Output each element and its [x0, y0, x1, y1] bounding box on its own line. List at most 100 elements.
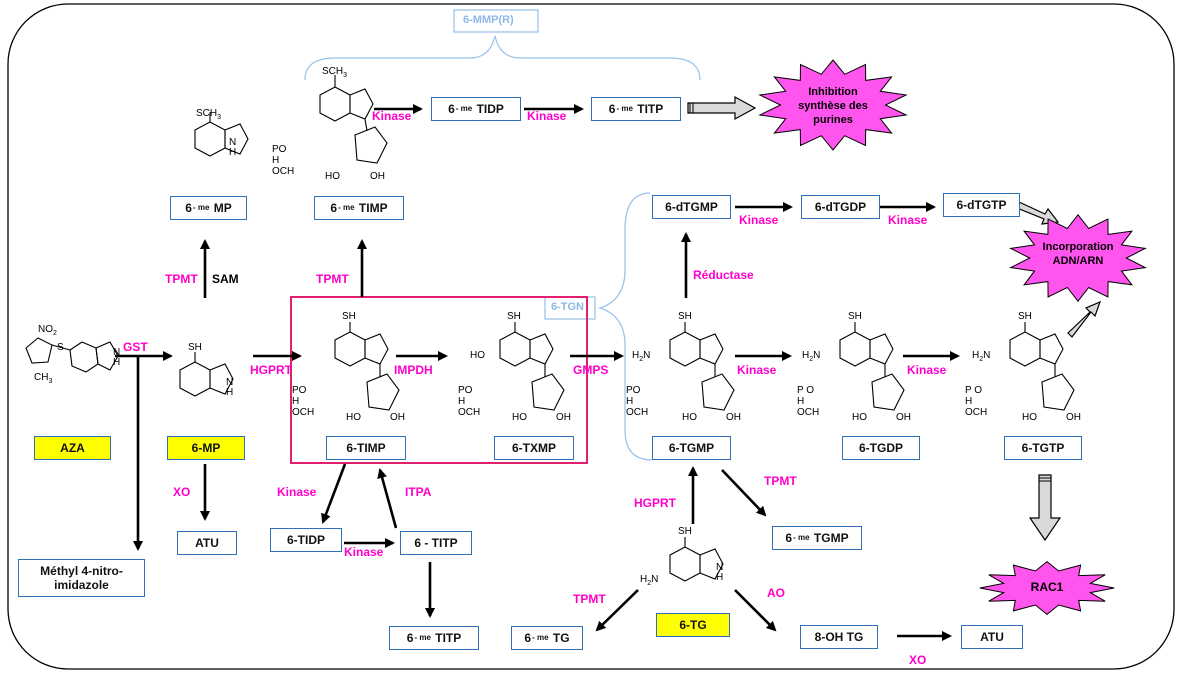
enzyme-xo-left: XO	[173, 485, 191, 499]
atom-oh-txmp: OH	[556, 412, 571, 423]
effect-inhibition: Inhibition synthèse des purines	[798, 86, 868, 126]
box-six-timp: 6-TIMP	[326, 436, 406, 460]
structure-aza	[25, 337, 119, 373]
atom-ch3-aza: CH3	[34, 372, 53, 385]
hollow-arrow-rac1	[1028, 474, 1062, 542]
box-aza: AZA	[34, 436, 111, 460]
box-me-tidp: 6- me TIDP	[431, 97, 521, 121]
atom-ribose-txmp: PO H OCH	[458, 385, 481, 418]
enzyme-kinase-tgmp: Kinase	[737, 363, 777, 377]
atom-sch3-1: SCH3	[196, 108, 222, 121]
mmp-label-box	[453, 9, 539, 33]
box-me-mp: 6- me MP	[170, 196, 247, 220]
box-six-titp: 6 - TITP	[400, 531, 472, 555]
atom-ho-txmp-ring: HO	[470, 350, 485, 361]
atom-oh-tgmp: OH	[726, 412, 741, 423]
enzyme-kinase-dtgmp: Kinase	[739, 213, 779, 227]
enzyme-hgprt-1: HGPRT	[250, 363, 292, 377]
enzyme-impdh: IMPDH	[394, 363, 433, 377]
atom-ho-metimp: HO	[325, 171, 340, 182]
arrow-timp-to-tidp-low	[321, 463, 347, 524]
star-incorporation	[1009, 213, 1147, 303]
enzyme-gst: GST	[123, 340, 148, 354]
structure-six-txmp	[499, 322, 565, 411]
enzyme-xo-right: XO	[909, 653, 927, 667]
effect-incorporation: Incorporation ADN/ARN	[1042, 241, 1114, 267]
box-six-tgmp: 6-TGMP	[652, 436, 731, 460]
diagram-frame	[7, 3, 1175, 670]
atom-nh-tg: N H	[716, 562, 724, 583]
atom-sh-txmp: SH	[507, 311, 521, 322]
atom-ho-tgtp: HO	[1022, 412, 1037, 423]
group-label-tgn: 6-TGN	[551, 301, 584, 313]
enzyme-tpmt-timp: TPMT	[316, 272, 349, 286]
structure-six-mp	[179, 352, 234, 397]
atom-nh-aza: N H	[113, 347, 121, 368]
box-atu-right: ATU	[961, 625, 1023, 649]
atom-h2n-tgmp: H2N	[632, 350, 651, 363]
box-dtgtp: 6-dTGTP	[943, 193, 1020, 217]
enzyme-itpa: ITPA	[405, 485, 432, 499]
arrow-titp-to-timp	[377, 468, 398, 529]
box-six-tidp: 6-TIDP	[270, 528, 342, 552]
enzyme-gmps: GMPS	[573, 363, 609, 377]
enzyme-kinase-dtgdp: Kinase	[888, 213, 928, 227]
atom-sh-tgmp: SH	[678, 311, 692, 322]
box-six-txmp: 6-TXMP	[494, 436, 574, 460]
atom-ribose-tgdp: P O H OCH	[797, 385, 820, 418]
enzyme-ao: AO	[767, 586, 785, 600]
atom-ribose-timp: PO H OCH	[292, 385, 315, 418]
box-six-mp: 6-MP	[167, 436, 245, 460]
atom-ho-tgdp: HO	[852, 412, 867, 423]
atom-sch3-2: SCH3	[322, 66, 348, 79]
arrow-tg-to-ohtg	[734, 589, 777, 632]
atom-sh-mp: SH	[188, 342, 202, 353]
structure-six-tgtp	[1009, 322, 1075, 411]
hollow-arrow-tgtp-up	[1067, 300, 1102, 338]
box-me-tg: 6- me TG	[511, 626, 583, 650]
atom-sh-tgdp: SH	[848, 311, 862, 322]
structure-me-mp	[194, 112, 249, 157]
enzyme-hgprt-2: HGPRT	[634, 496, 676, 510]
box-dtgdp: 6-dTGDP	[801, 195, 880, 219]
imp-highlight-frame	[290, 296, 588, 464]
structure-me-timp	[319, 75, 388, 164]
enzyme-kinase-timp: Kinase	[277, 485, 317, 499]
box-dtgmp: 6-dTGMP	[652, 195, 731, 219]
structure-six-tgmp	[669, 322, 735, 411]
box-me-titp: 6- me TITP	[591, 97, 681, 121]
atom-nh-memp: N H	[229, 137, 237, 158]
box-me-titp-low: 6- me TITP	[389, 626, 479, 650]
box-six-tgtp: 6-TGTP	[1004, 436, 1082, 460]
atom-no2: NO2	[38, 324, 57, 337]
atom-ho-timp: HO	[346, 412, 361, 423]
enzyme-reductase: Réductase	[693, 268, 754, 282]
box-six-tg: 6-TG	[656, 613, 730, 637]
atom-oh-tgdp: OH	[896, 412, 911, 423]
atom-sh-tg: SH	[678, 526, 692, 537]
effect-rac1: RAC1	[1030, 580, 1064, 594]
tgn-bracket	[597, 192, 653, 461]
star-rac1	[979, 560, 1115, 616]
atom-h2n-tg: H2N	[640, 574, 659, 587]
enzyme-kinase-2: Kinase	[527, 109, 567, 123]
atom-ribose-tgmp: PO H OCH	[626, 385, 649, 418]
enzyme-kinase-tgdp: Kinase	[907, 363, 947, 377]
atom-s-aza: S	[57, 342, 64, 353]
star-inhibition	[758, 59, 908, 151]
atom-ribose-tgtp: P O H OCH	[965, 385, 988, 418]
group-label-mmp: 6-MMP(R)	[463, 14, 514, 26]
atom-oh-tgtp: OH	[1066, 412, 1081, 423]
atom-ribose-metimp: PO H OCH	[272, 144, 295, 177]
atom-h2n-tgtp: H2N	[972, 350, 991, 363]
structure-six-timp	[334, 322, 400, 411]
enzyme-tpmt-tgmp: TPMT	[764, 474, 797, 488]
box-methyl-nitroimidazole: Méthyl 4-nitro- imidazole	[18, 559, 145, 597]
atom-ho-tgmp: HO	[682, 412, 697, 423]
box-eight-oh-tg: 8-OH TG	[800, 625, 878, 649]
enzyme-tpmt-mp: TPMT	[165, 272, 198, 286]
atom-ho-txmp: HO	[512, 412, 527, 423]
atom-oh-metimp: OH	[370, 171, 385, 182]
arrow-tg-to-metg	[595, 589, 639, 632]
